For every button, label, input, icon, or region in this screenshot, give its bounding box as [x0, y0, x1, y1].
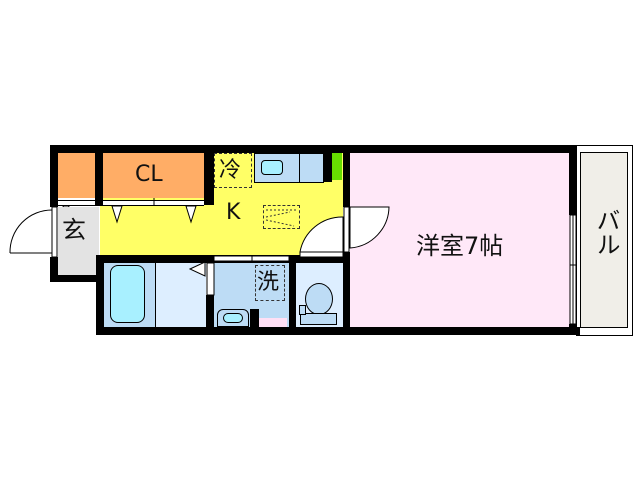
wall-left-top — [50, 145, 58, 207]
wall-kitchen-room-top — [343, 145, 350, 207]
balcony-label: バル — [592, 208, 620, 256]
bathtub-icon — [110, 265, 145, 323]
entrance — [58, 207, 99, 275]
wall-bath-left — [96, 255, 104, 335]
fridge-label: 冷 — [219, 158, 242, 183]
wall-bottom — [96, 327, 580, 335]
closet-door-track — [57, 200, 204, 206]
wall-closet-right — [204, 145, 214, 205]
wall-right-bottom — [569, 324, 577, 335]
toilet-icon — [305, 283, 333, 315]
toilet-tank — [300, 313, 337, 325]
wall-top — [50, 145, 576, 153]
closet-label: CL — [135, 162, 163, 187]
western-room-label: 洋室7帖 — [416, 232, 504, 260]
counter-divider — [299, 153, 300, 183]
stove-space — [263, 205, 300, 229]
washbasin-bowl — [223, 313, 243, 323]
wall-wash-toilet — [289, 255, 296, 330]
closet-small — [57, 153, 95, 198]
pink-cabinet — [259, 318, 287, 327]
wall-entry-bottom — [50, 275, 100, 282]
washroom-label: 洗 — [257, 270, 280, 295]
toilet-tank-side — [299, 305, 306, 315]
wall-closet-divider — [95, 145, 103, 205]
fridge-space — [214, 153, 252, 188]
wall-green-cab — [324, 145, 332, 182]
wall-pink-cab — [250, 309, 259, 329]
balcony — [580, 152, 628, 328]
wall-left-bottom — [50, 257, 58, 282]
entrance-label: 玄 — [62, 216, 86, 244]
washing-machine-space — [255, 265, 285, 301]
closet — [103, 153, 204, 198]
wall-bath-wash — [206, 295, 214, 330]
wall-kitchen-room-bottom — [343, 252, 350, 332]
western-room — [350, 152, 570, 328]
sink-icon — [261, 160, 283, 175]
green-cabinet — [332, 153, 342, 180]
kitchen-label: K — [226, 200, 241, 225]
wall-right-top — [569, 145, 577, 215]
